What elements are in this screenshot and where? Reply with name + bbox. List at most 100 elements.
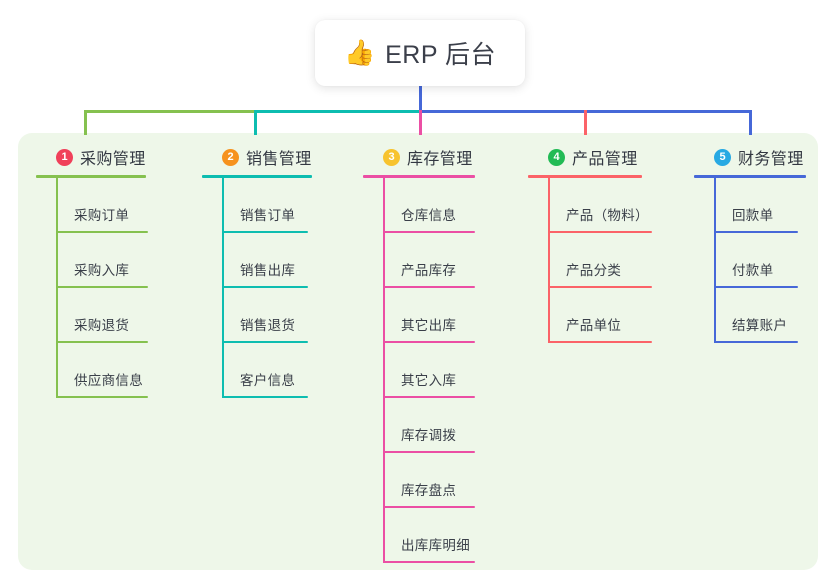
branch-item-label: 结算账户 [732,318,788,333]
branch-item-rule [222,231,308,233]
branch-item-rule [383,451,475,453]
branch-item-rule [548,286,652,288]
branch-item-rule [56,396,148,398]
branch-title: 销售管理 [246,151,312,168]
branch-item-rule [383,506,475,508]
branch-drop-connector-4 [584,110,587,135]
branch-number-badge: 4 [548,148,565,166]
branch-item[interactable]: 销售出库 [222,233,312,288]
branch-spine [714,178,716,343]
branch-item-label: 仓库信息 [401,208,457,223]
branch-item[interactable]: 出库库明细 [383,508,475,563]
branch-item-rule [714,231,798,233]
branch-item-label: 销售退货 [240,318,296,333]
branch-item-label: 付款单 [732,263,774,278]
branch-item[interactable]: 产品（物料） [548,178,652,233]
branch-item-label: 其它出库 [401,318,457,333]
branch-item[interactable]: 销售退货 [222,288,312,343]
branch-header-4[interactable]: 4 产品管理 [528,146,642,168]
branch-item-label: 产品分类 [566,263,622,278]
branch-drop-connector-3 [419,110,422,135]
branch-item-rule [222,286,308,288]
branch-spine [56,178,58,398]
branch-item-label: 采购入库 [74,263,130,278]
branch-header-5[interactable]: 5 财务管理 [694,146,806,168]
branch-item-list: 产品（物料） 产品分类产品单位 [548,178,652,343]
branch-column-2: 2 销售管理销售订单销售出库销售退货客户信息 [202,146,312,398]
branch-item-rule [714,341,798,343]
branch-item-rule [222,396,308,398]
branch-item-rule [56,286,148,288]
branch-item-rule [383,341,475,343]
branch-item-rule [714,286,798,288]
branches-panel [18,133,818,570]
branch-item-list: 回款单付款单结算账户 [714,178,806,343]
branch-item-rule [383,231,475,233]
branch-number-badge: 1 [56,148,73,166]
branch-item[interactable]: 采购订单 [56,178,148,233]
branch-header-rule [36,175,146,178]
branch-item[interactable]: 仓库信息 [383,178,475,233]
branch-item[interactable]: 其它入库 [383,343,475,398]
branch-item-list: 仓库信息产品库存其它出库其它入库库存调拨库存盘点出库库明细 [383,178,475,563]
branch-item-rule [383,286,475,288]
branch-item[interactable]: 库存盘点 [383,453,475,508]
branch-title: 财务管理 [738,151,804,168]
branch-item-rule [56,341,148,343]
branch-column-3: 3 库存管理仓库信息产品库存其它出库其它入库库存调拨库存盘点出库库明细 [363,146,475,563]
branch-column-5: 5 财务管理回款单付款单结算账户 [694,146,806,343]
branch-item-list: 采购订单采购入库采购退货供应商信息 [56,178,148,398]
branch-column-4: 4 产品管理产品（物料） 产品分类产品单位 [528,146,652,343]
branch-column-1: 1 采购管理采购订单采购入库采购退货供应商信息 [36,146,148,398]
branch-item[interactable]: 库存调拨 [383,398,475,453]
branch-item[interactable]: 供应商信息 [56,343,148,398]
branch-item[interactable]: 产品分类 [548,233,652,288]
branch-title: 采购管理 [80,151,146,168]
branch-spine [383,178,385,563]
branch-item[interactable]: 付款单 [714,233,806,288]
branch-item-label: 其它入库 [401,373,457,388]
branch-title: 产品管理 [572,151,638,168]
branch-item-rule [383,561,475,563]
branch-drop-connector-5 [749,110,752,135]
branch-drop-connector-2 [254,110,257,135]
thumbs-up-icon: 👍 [343,38,376,67]
branch-item[interactable]: 采购退货 [56,288,148,343]
branch-item-rule [56,231,148,233]
branch-number-badge: 2 [222,148,239,166]
branch-item-label: 库存盘点 [401,483,457,498]
branch-item[interactable]: 结算账户 [714,288,806,343]
branch-item[interactable]: 回款单 [714,178,806,233]
branch-header-1[interactable]: 1 采购管理 [36,146,146,168]
branch-item[interactable]: 产品库存 [383,233,475,288]
branch-header-3[interactable]: 3 库存管理 [363,146,475,168]
branch-item-label: 采购退货 [74,318,130,333]
branch-spine [222,178,224,398]
branch-item-label: 销售出库 [240,263,296,278]
branch-number-badge: 3 [383,148,400,166]
branch-number-badge: 5 [714,148,731,166]
branch-header-rule [363,175,475,178]
root-node[interactable]: 👍 ERP 后台 [315,20,525,86]
branch-item[interactable]: 产品单位 [548,288,652,343]
branch-title: 库存管理 [407,151,473,168]
horizontal-connector-segment-2 [254,110,419,113]
root-title: ERP 后台 [385,41,497,69]
branch-item-label: 销售订单 [240,208,296,223]
branch-item-label: 回款单 [732,208,774,223]
branch-item[interactable]: 客户信息 [222,343,312,398]
branch-item-rule [383,396,475,398]
branch-header-2[interactable]: 2 销售管理 [202,146,312,168]
branch-header-rule [694,175,806,178]
branch-item[interactable]: 其它出库 [383,288,475,343]
horizontal-connector-segment-1 [84,110,254,113]
branch-item[interactable]: 采购入库 [56,233,148,288]
branch-item-label: 客户信息 [240,373,296,388]
branch-item-rule [548,341,652,343]
branch-drop-connector-1 [84,110,87,135]
branch-item-label: 出库库明细 [401,538,470,553]
branch-item[interactable]: 销售订单 [222,178,312,233]
branch-item-label: 库存调拨 [401,428,457,443]
branch-item-label: 产品库存 [401,263,457,278]
branch-header-rule [202,175,312,178]
